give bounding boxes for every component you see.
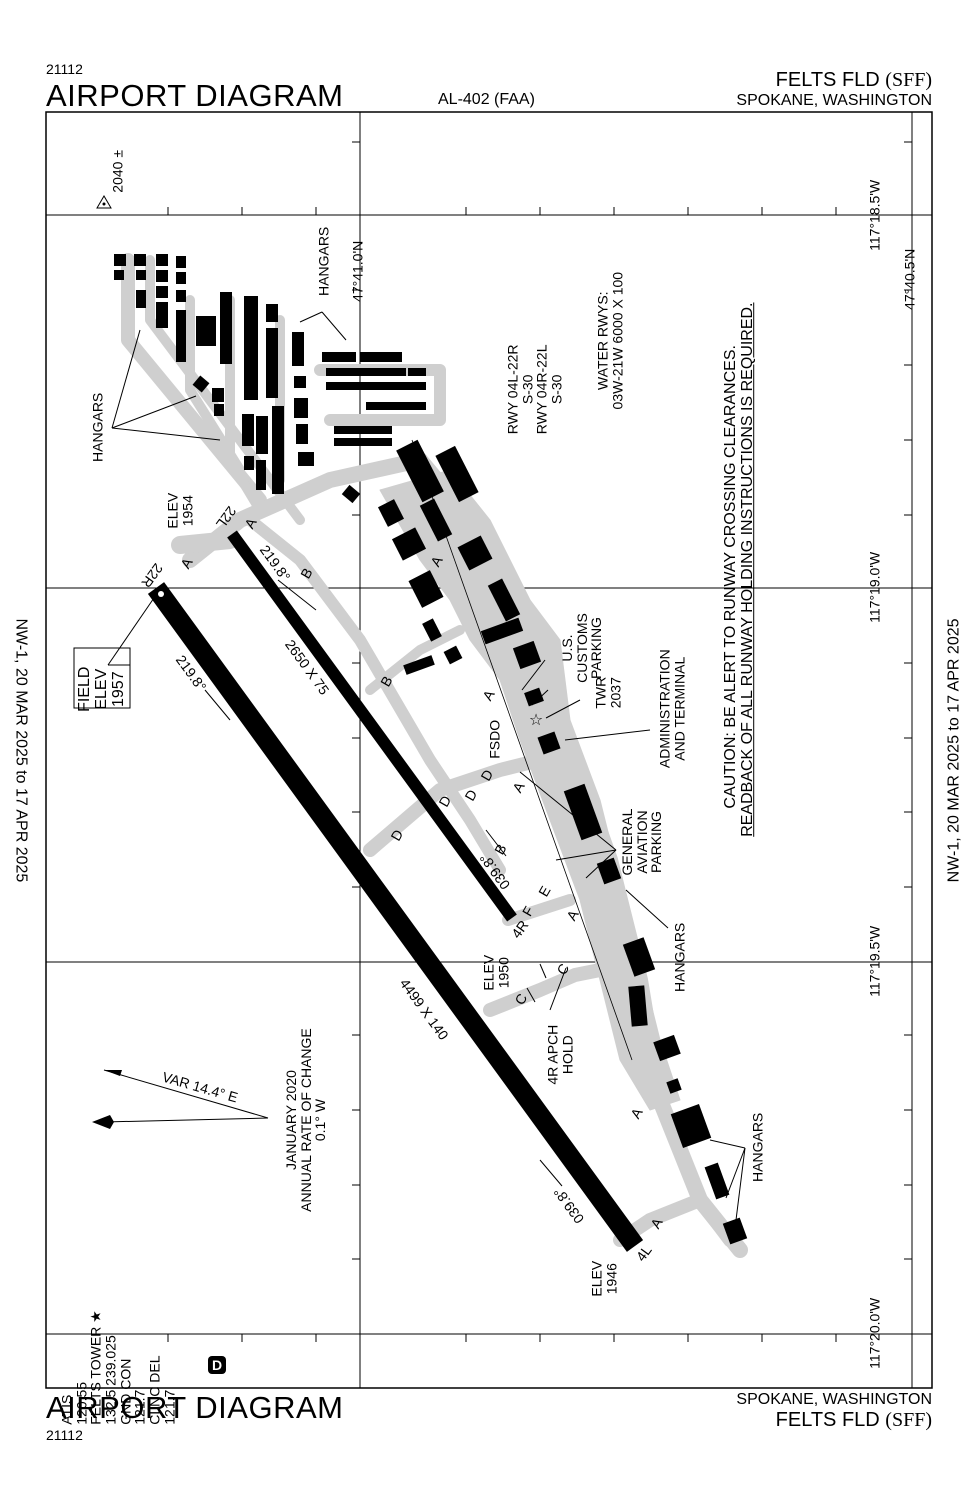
runways — [147, 530, 644, 1252]
hangars-nw-label: HANGARS — [89, 392, 106, 462]
hangars-mid-label: HANGARS — [671, 922, 688, 992]
runway-04l-22r — [147, 582, 644, 1252]
buildings — [114, 254, 748, 1245]
airport-name-footer: FELTS FLD (SFF) — [775, 1409, 932, 1431]
d-symbol: D — [212, 1357, 223, 1373]
runway-04r-22l — [227, 530, 517, 922]
procedure-id: AL-402 (FAA) — [438, 91, 535, 108]
hangars-se-label: HANGARS — [749, 1112, 766, 1182]
effective-dates-left: NW-1, 20 MAR 2025 to 17 APR 2025 — [12, 618, 30, 883]
graticule — [46, 112, 932, 1388]
taxiway-network — [121, 253, 748, 1258]
magnetic-north-arrow — [92, 1115, 114, 1129]
tower-label: TWR 2037 — [592, 676, 623, 709]
lon-label-3: 117°19.5'W — [866, 925, 883, 997]
leader-lines — [103, 311, 746, 1221]
airport-name-header: FELTS FLD (SFF) — [775, 69, 932, 91]
effective-dates-right: NW-1, 20 MAR 2025 to 17 APR 2025 — [945, 618, 963, 883]
admin-terminal-label: ADMINISTRATION AND TERMINAL — [656, 649, 687, 769]
caution-note: CAUTION: BE ALERT TO RUNWAY CROSSING CLE… — [722, 302, 756, 837]
lon-label-1: 117°18.5'W — [866, 179, 883, 251]
field-elev-box — [73, 647, 131, 709]
diagram-frame — [45, 111, 933, 1389]
lat-label-2: 47°40.5'N — [901, 248, 918, 310]
tower-icon: ☆ — [529, 710, 543, 729]
true-north-arrow — [104, 1070, 122, 1076]
lat-label-1: 47°41.0'N — [349, 240, 366, 302]
frequencies: ATIS 120.55 FELTS TOWER ★ 132.5 239.025 … — [58, 1310, 178, 1425]
page-title: AIRPORT DIAGRAM — [46, 78, 344, 113]
obstacle-icon — [96, 195, 112, 209]
footer-title: AIRPORT DIAGRAM — [46, 1390, 344, 1425]
water-runway-info: WATER RWYS:03W-21W 6000 X 100 — [594, 271, 625, 410]
hangars-n-label: HANGARS — [315, 226, 332, 296]
ga-parking-label: GENERAL AVIATION PARKING — [618, 808, 665, 876]
chart-number-top: 21112 — [46, 61, 83, 77]
d-symbol-box — [208, 1356, 226, 1374]
lon-label-2: 117°19.0'W — [866, 551, 883, 623]
city-state-header: SPOKANE, WASHINGTON — [736, 92, 932, 109]
chart-number-bottom: 21112 — [46, 1427, 83, 1443]
city-state-footer: SPOKANE, WASHINGTON — [736, 1391, 932, 1408]
apch-hold-label: 4R APCH HOLD — [544, 1024, 575, 1085]
lon-label-4: 117°20.0'W — [866, 1297, 883, 1369]
taxiway-a-centerline — [411, 439, 633, 1061]
obstacle-elevation: 2040 ± — [109, 149, 126, 193]
fsdo-label: FSDO — [486, 719, 503, 759]
